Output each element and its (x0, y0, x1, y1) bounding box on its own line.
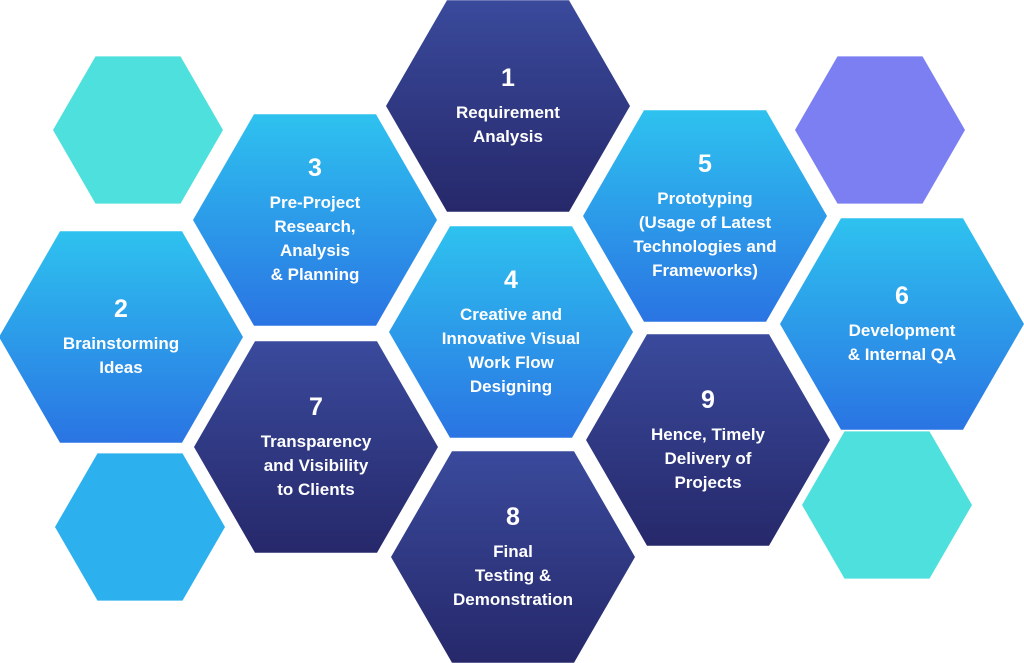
decorative-hexagon-c (795, 56, 965, 204)
step-hexagon-1 (386, 0, 630, 212)
step-hexagon-9 (586, 334, 830, 546)
decorative-hexagon-a (53, 56, 223, 204)
step-hexagon-8 (391, 451, 635, 663)
decorative-hexagon-b (55, 453, 225, 601)
step-hexagon-4 (389, 226, 633, 438)
step-hexagon-2 (0, 231, 243, 443)
step-hexagon-5 (583, 110, 827, 322)
step-hexagon-6 (780, 218, 1024, 430)
decorative-hexagon-d (802, 431, 972, 579)
step-hexagon-7 (194, 341, 438, 553)
step-hexagon-3 (193, 114, 437, 326)
